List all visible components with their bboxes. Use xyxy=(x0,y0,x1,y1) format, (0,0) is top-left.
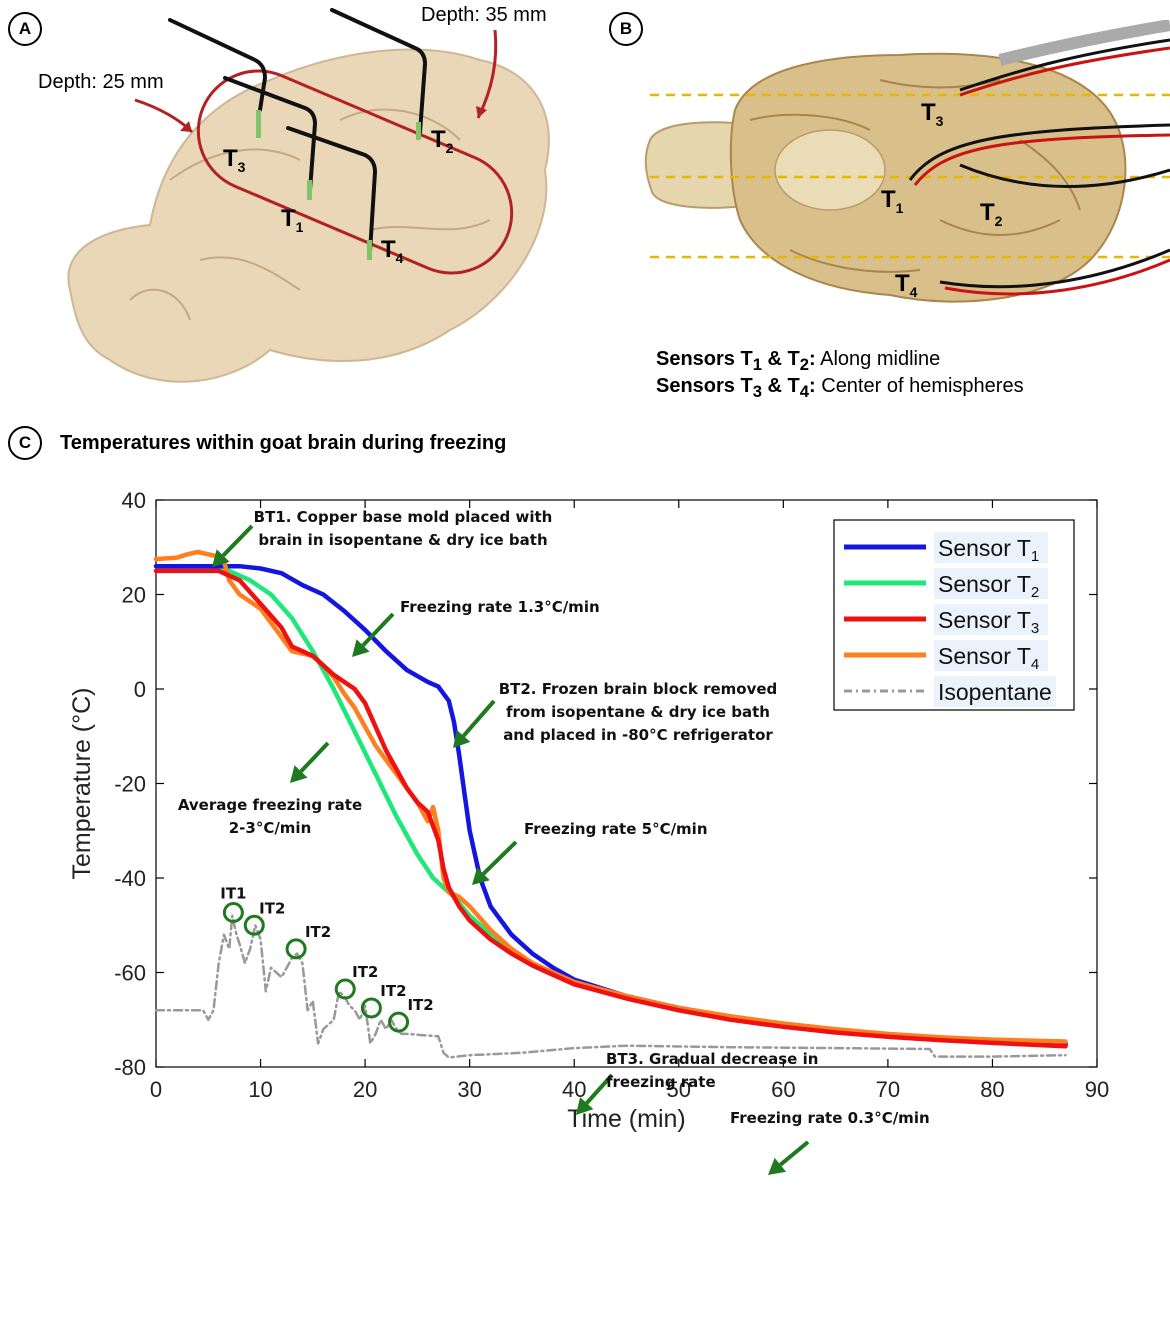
sensor-region-outline xyxy=(196,69,514,275)
panel-a-label: A xyxy=(8,12,42,46)
arrow-avg-rate xyxy=(299,741,330,773)
it-label: IT2 xyxy=(407,996,433,1014)
annotation-text: and placed in -80°C refrigerator xyxy=(503,726,773,744)
depth-label-left: Depth: 25 mm xyxy=(38,71,164,93)
arrow-avg-rate-head xyxy=(290,765,308,783)
annotation-text: brain in isopentane & dry ice bath xyxy=(258,531,547,549)
y-tick-label: -40 xyxy=(114,866,146,891)
it-marker xyxy=(222,901,244,923)
annotation-text: BT1. Copper base mold placed with xyxy=(254,508,553,526)
legend-label-bg xyxy=(934,640,1048,671)
it-label: IT2 xyxy=(259,899,285,917)
y-tick-label: 20 xyxy=(122,583,146,608)
arrow-bt1 xyxy=(221,524,254,557)
annotation-text: Freezing rate 1.3°C/min xyxy=(400,598,600,616)
arrow-rate-1-3 xyxy=(361,612,395,647)
y-tick-label: 40 xyxy=(122,488,146,513)
panel-b-sensor-t3: T3 xyxy=(921,99,944,129)
panel-b-brain-photo xyxy=(644,20,1170,303)
arrow-bt3-head xyxy=(576,1097,594,1115)
arrow-bt3 xyxy=(585,1073,614,1105)
arrow-rate-0-3-head xyxy=(768,1157,787,1175)
panel-a-sensor-t3: T3 xyxy=(223,145,246,175)
arrow-rate-0-3 xyxy=(779,1140,810,1167)
it-marker xyxy=(243,914,265,936)
panel-b-sensor-t1: T1 xyxy=(881,186,904,216)
probe-tips xyxy=(256,110,421,260)
legend-label-bg xyxy=(934,676,1056,707)
x-tick-label: 20 xyxy=(353,1077,377,1102)
panel-b-sensor-t2: T2 xyxy=(980,199,1003,229)
it-marker xyxy=(388,1011,410,1033)
legend-label-bg xyxy=(934,568,1048,599)
it-label: IT2 xyxy=(352,963,378,981)
chart-title: Temperatures within goat brain during fr… xyxy=(60,432,507,454)
x-tick-label: 0 xyxy=(150,1077,162,1102)
sensor-note-midline: Sensors T1 & T2: Along midline xyxy=(656,348,941,374)
panel-b-label: B xyxy=(609,12,643,46)
y-tick-label: 0 xyxy=(134,677,146,702)
it-marker xyxy=(360,997,382,1019)
x-tick-label: 50 xyxy=(667,1077,691,1102)
arrow-rate-1-3-head xyxy=(352,639,370,657)
guide-lines xyxy=(650,93,1170,259)
x-tick-label: 40 xyxy=(562,1077,586,1102)
it-marker xyxy=(285,938,307,960)
y-tick-label: -60 xyxy=(114,961,146,986)
legend-label-t3: Sensor T3 xyxy=(938,607,1039,637)
series-line-isopentane xyxy=(154,914,1067,1059)
annotation-text: Average freezing rate xyxy=(178,796,362,814)
y-tick-label: -20 xyxy=(114,772,146,797)
x-tick-label: 10 xyxy=(248,1077,272,1102)
legend-label-t2: Sensor T2 xyxy=(938,571,1039,601)
it-label: IT1 xyxy=(220,884,246,902)
x-tick-label: 90 xyxy=(1085,1077,1109,1102)
probe-wires xyxy=(168,8,428,254)
it-label: IT2 xyxy=(305,923,331,941)
annotation-text: freezing rate xyxy=(606,1073,716,1091)
arrow-bt1-head xyxy=(212,549,230,567)
annotation-text: BT2. Frozen brain block removed xyxy=(499,680,778,698)
it-marker xyxy=(334,978,356,1000)
series-line-t3 xyxy=(153,568,1068,1049)
panel-a-sensor-t1: T1 xyxy=(281,205,304,235)
legend-label-t4: Sensor T4 xyxy=(938,643,1039,673)
x-tick-label: 30 xyxy=(457,1077,481,1102)
sensor-wires xyxy=(908,20,1170,296)
annotation-text: 2-3°C/min xyxy=(229,819,312,837)
panel-a-brain-render xyxy=(67,8,550,383)
x-tick-label: 60 xyxy=(771,1077,795,1102)
annotation-text: Freezing rate 0.3°C/min xyxy=(730,1109,930,1127)
arrow-rate-5-head xyxy=(472,867,490,885)
annotation-text: BT3. Gradual decrease in xyxy=(606,1050,818,1068)
arrow-rate-5 xyxy=(482,840,518,876)
arrow-bt2-head xyxy=(453,730,471,748)
annotation-text: Freezing rate 5°C/min xyxy=(524,820,708,838)
y-axis-label: Temperature (°C) xyxy=(68,688,96,880)
legend-label-bg xyxy=(934,604,1048,635)
panel-b-sensor-t4: T4 xyxy=(895,270,918,300)
depth-label-right: Depth: 35 mm xyxy=(421,4,547,26)
legend-label-isopentane: Isopentane xyxy=(938,679,1052,705)
x-tick-label: 70 xyxy=(876,1077,900,1102)
it-label: IT2 xyxy=(380,982,406,1000)
legend-label-bg xyxy=(934,532,1048,563)
panel-a-sensor-t4: T4 xyxy=(381,236,404,266)
annotation-text: from isopentane & dry ice bath xyxy=(506,703,770,721)
panel-a-sensor-t2: T2 xyxy=(431,126,454,156)
x-tick-label: 80 xyxy=(980,1077,1004,1102)
legend-label-t1: Sensor T1 xyxy=(938,535,1039,565)
sensor-note-hemispheres: Sensors T3 & T4: Center of hemispheres xyxy=(656,375,1024,401)
panel-c-label: C xyxy=(8,426,42,460)
arrow-bt2 xyxy=(462,699,496,738)
y-tick-label: -80 xyxy=(114,1055,146,1080)
